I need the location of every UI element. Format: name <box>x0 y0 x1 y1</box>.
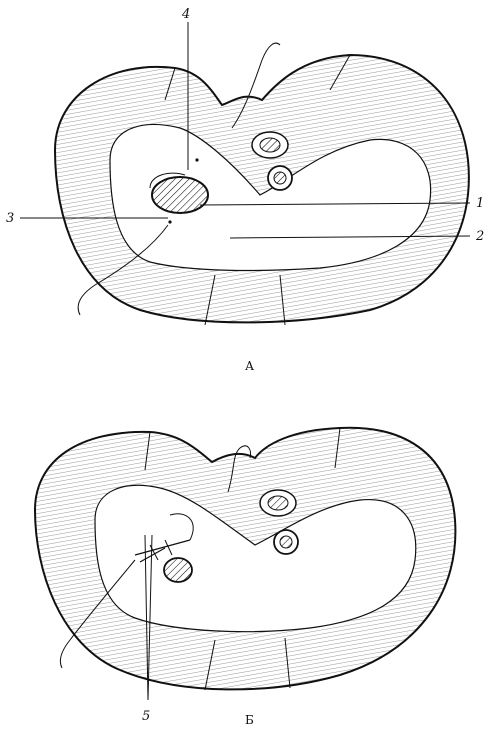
label-2: 2 <box>475 229 484 244</box>
label-5: 5 <box>142 709 150 724</box>
caption-b: Б <box>245 713 254 727</box>
label-1: 1 <box>476 196 484 211</box>
figure-a: 4 1 2 3 А <box>6 7 484 373</box>
figure-b: 5 Б <box>35 428 455 727</box>
label-3: 3 <box>6 211 14 226</box>
foreign-body-a <box>152 177 208 213</box>
caption-a: А <box>245 359 254 373</box>
foreign-body-b <box>164 558 192 582</box>
label-4: 4 <box>181 7 190 22</box>
